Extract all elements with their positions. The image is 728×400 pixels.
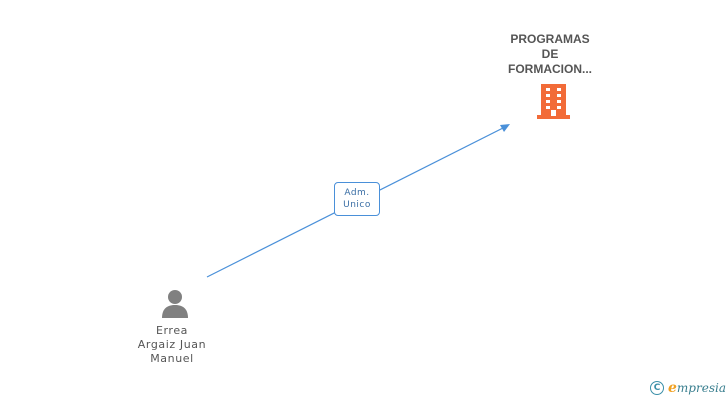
person-icon[interactable] xyxy=(160,288,190,318)
company-name[interactable]: PROGRAMAS DE FORMACION... xyxy=(490,32,610,77)
role-badge[interactable]: Adm. Unico xyxy=(334,182,380,216)
person-name-line-1: Errea xyxy=(155,324,189,337)
brand-rest: mpresia xyxy=(676,381,726,395)
company-name-line-2: DE xyxy=(541,47,559,61)
copyright-icon: C xyxy=(650,381,664,395)
role-line-1: Adm. xyxy=(344,188,370,198)
empresia-watermark[interactable]: C empresia xyxy=(650,378,726,398)
brand-initial: e xyxy=(668,380,677,396)
person-name-line-3: Manuel xyxy=(150,352,194,365)
person-name[interactable]: Errea Argaiz Juan Manuel xyxy=(122,324,222,366)
brand-logo: empresia xyxy=(668,380,726,396)
company-name-line-3: FORMACION... xyxy=(508,62,592,76)
building-icon[interactable] xyxy=(537,84,570,119)
company-name-line-1: PROGRAMAS xyxy=(510,32,590,46)
relation-arrowhead xyxy=(500,124,510,132)
person-name-line-2: Argaiz Juan xyxy=(137,338,207,351)
role-line-2: Unico xyxy=(343,200,371,210)
